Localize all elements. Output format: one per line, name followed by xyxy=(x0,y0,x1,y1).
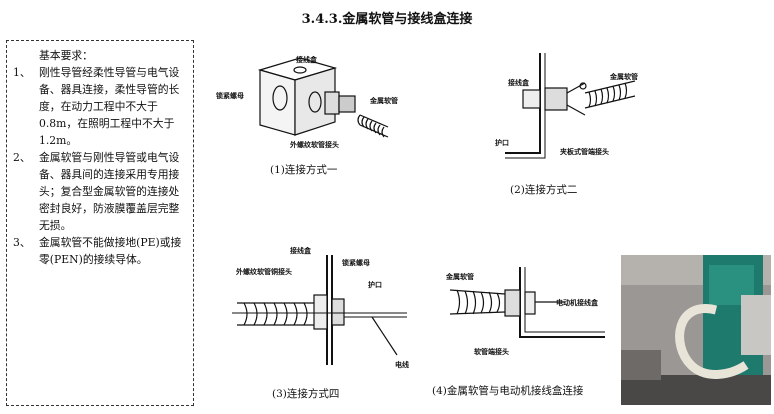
requirement-text: 金属软管不能做接地(PE)或接零(PEN)的接续导体。 xyxy=(39,236,182,266)
requirements-box: 基本要求： 1、 刚性导管经柔性导管与电气设备、器具连接，柔性导管的长度，在动力… xyxy=(6,40,194,406)
fig3-label-guard: 护口 xyxy=(368,281,382,289)
fig4-label-endconn: 软管端接头 xyxy=(474,348,509,356)
fig4-caption: (4)金属软管与电动机接线盒连接 xyxy=(432,385,584,397)
requirement-text: 刚性导管经柔性导管与电气设备、器具连接，柔性导管的长度，在动力工程中不大于0.8… xyxy=(39,66,180,147)
fig3-caption: (3)连接方式四 xyxy=(272,388,340,400)
figure-4-drawing xyxy=(449,267,605,338)
requirement-item: 2、 金属软管与刚性导管或电气设备、器具间的连接采用专用接头；复合型金属软管的连… xyxy=(13,149,187,234)
requirement-item: 1、 刚性导管经柔性导管与电气设备、器具连接，柔性导管的长度，在动力工程中不大于… xyxy=(13,64,187,149)
page-title: 3.4.3.金属软管与接线盒连接 xyxy=(301,12,473,27)
fig1-label-box: 接线盒 xyxy=(296,56,317,64)
fig3-label-box: 接线盒 xyxy=(290,247,311,255)
fig2-label-hose: 金属软管 xyxy=(610,73,638,81)
fig3-label-locknut: 锁紧螺母 xyxy=(342,259,370,267)
fig4-label-motorbox: 电动机接线盒 xyxy=(556,299,598,307)
requirement-item: 3、 金属软管不能做接地(PE)或接零(PEN)的接续导体。 xyxy=(13,234,187,268)
figure-2-drawing xyxy=(505,53,636,159)
requirements-heading: 基本要求： xyxy=(39,49,93,62)
figure-1-drawing xyxy=(257,57,389,138)
fig2-label-box: 接线盒 xyxy=(508,79,529,87)
fig2-label-guard: 护口 xyxy=(495,139,509,147)
requirement-text: 金属软管与刚性导管或电气设备、器具间的连接采用专用接头；复合型金属软管的连接处密… xyxy=(39,151,180,232)
fig2-caption: (2)连接方式二 xyxy=(510,184,578,196)
site-photo-illustration xyxy=(621,255,771,405)
fig2-label-clamp: 夹板式管端接头 xyxy=(560,148,609,156)
fig3-label-wire: 电线 xyxy=(395,361,409,369)
requirement-number: 3、 xyxy=(13,236,31,249)
fig1-label-locknut: 锁紧螺母 xyxy=(216,92,244,100)
fig1-caption: (1)连接方式一 xyxy=(270,164,338,176)
site-photo xyxy=(621,255,771,405)
fig1-label-hose: 金属软管 xyxy=(370,97,398,105)
figure-3-drawing xyxy=(232,255,407,365)
fig4-label-hose: 金属软管 xyxy=(446,273,474,281)
fig1-label-connector: 外螺纹软管接头 xyxy=(290,141,339,149)
fig3-label-connector: 外螺纹软管铜接头 xyxy=(236,268,292,276)
requirement-number: 2、 xyxy=(13,151,31,164)
requirement-number: 1、 xyxy=(13,66,31,79)
